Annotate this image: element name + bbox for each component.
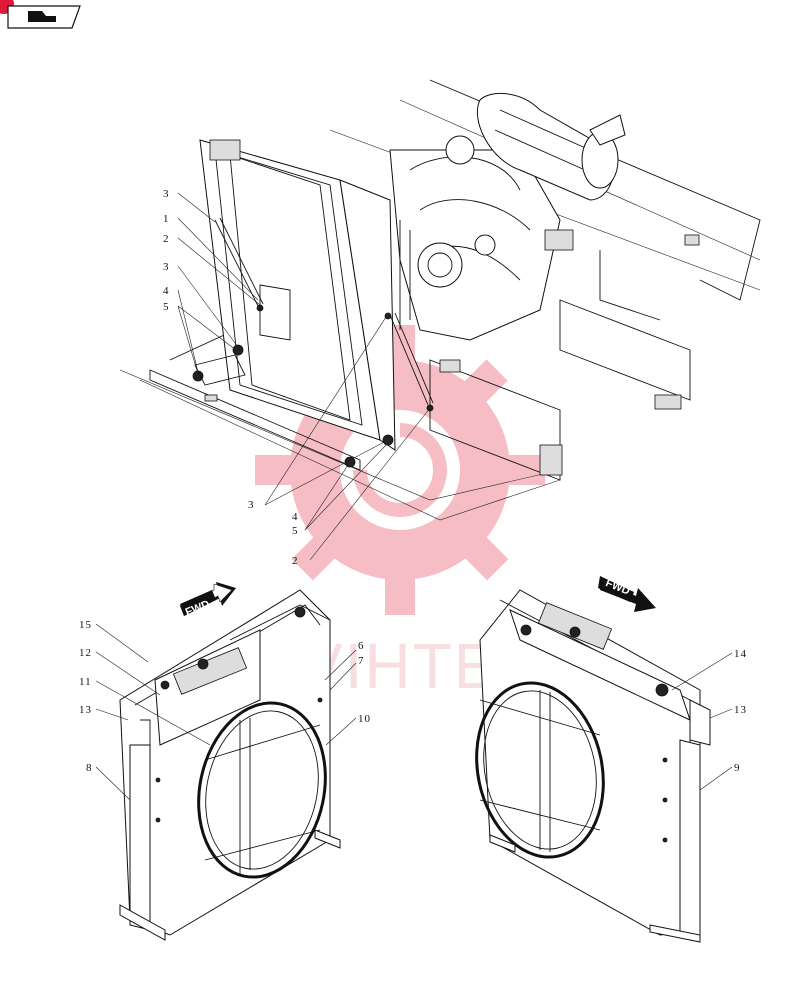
callout-top-left-4: 4 [163, 285, 170, 297]
callout-left-13: 13 [79, 704, 92, 716]
callout-right-14: 14 [734, 648, 747, 660]
callout-top-left-1: 1 [163, 213, 170, 225]
right-radiator-view: FWD 14 13 9 [475, 576, 747, 943]
callout-left-8: 8 [86, 762, 93, 774]
callout-top-left-0: 3 [163, 188, 170, 200]
nav-icon-button[interactable] [0, 0, 81, 29]
fwd-arrow-right-icon: FWD [598, 576, 656, 612]
fwd-arrow-left-icon: FWD [180, 582, 236, 619]
callout-left-11: 11 [79, 676, 92, 688]
callout-left-7: 7 [358, 655, 365, 667]
callout-top-bottom-3: 2 [292, 555, 299, 567]
top-assembly-view: 3 1 2 3 4 5 3 4 5 2 [119, 79, 761, 567]
callout-top-bottom-2: 5 [292, 525, 299, 537]
callout-right-9: 9 [734, 762, 741, 774]
callout-right-13: 13 [734, 704, 747, 716]
callout-left-10: 10 [358, 713, 371, 725]
book-arrow-icon [28, 11, 56, 22]
left-radiator-view: FWD 15 12 1 [79, 582, 371, 941]
callout-top-left-5: 5 [163, 301, 170, 313]
callout-top-left-2: 2 [163, 233, 170, 245]
callout-top-bottom-1: 4 [292, 511, 299, 523]
callout-left-15: 15 [79, 619, 92, 631]
callout-top-left-3: 3 [163, 261, 170, 273]
callout-top-bottom-0: 3 [248, 499, 255, 511]
callout-left-6: 6 [358, 640, 365, 652]
callout-left-12: 12 [79, 647, 92, 659]
